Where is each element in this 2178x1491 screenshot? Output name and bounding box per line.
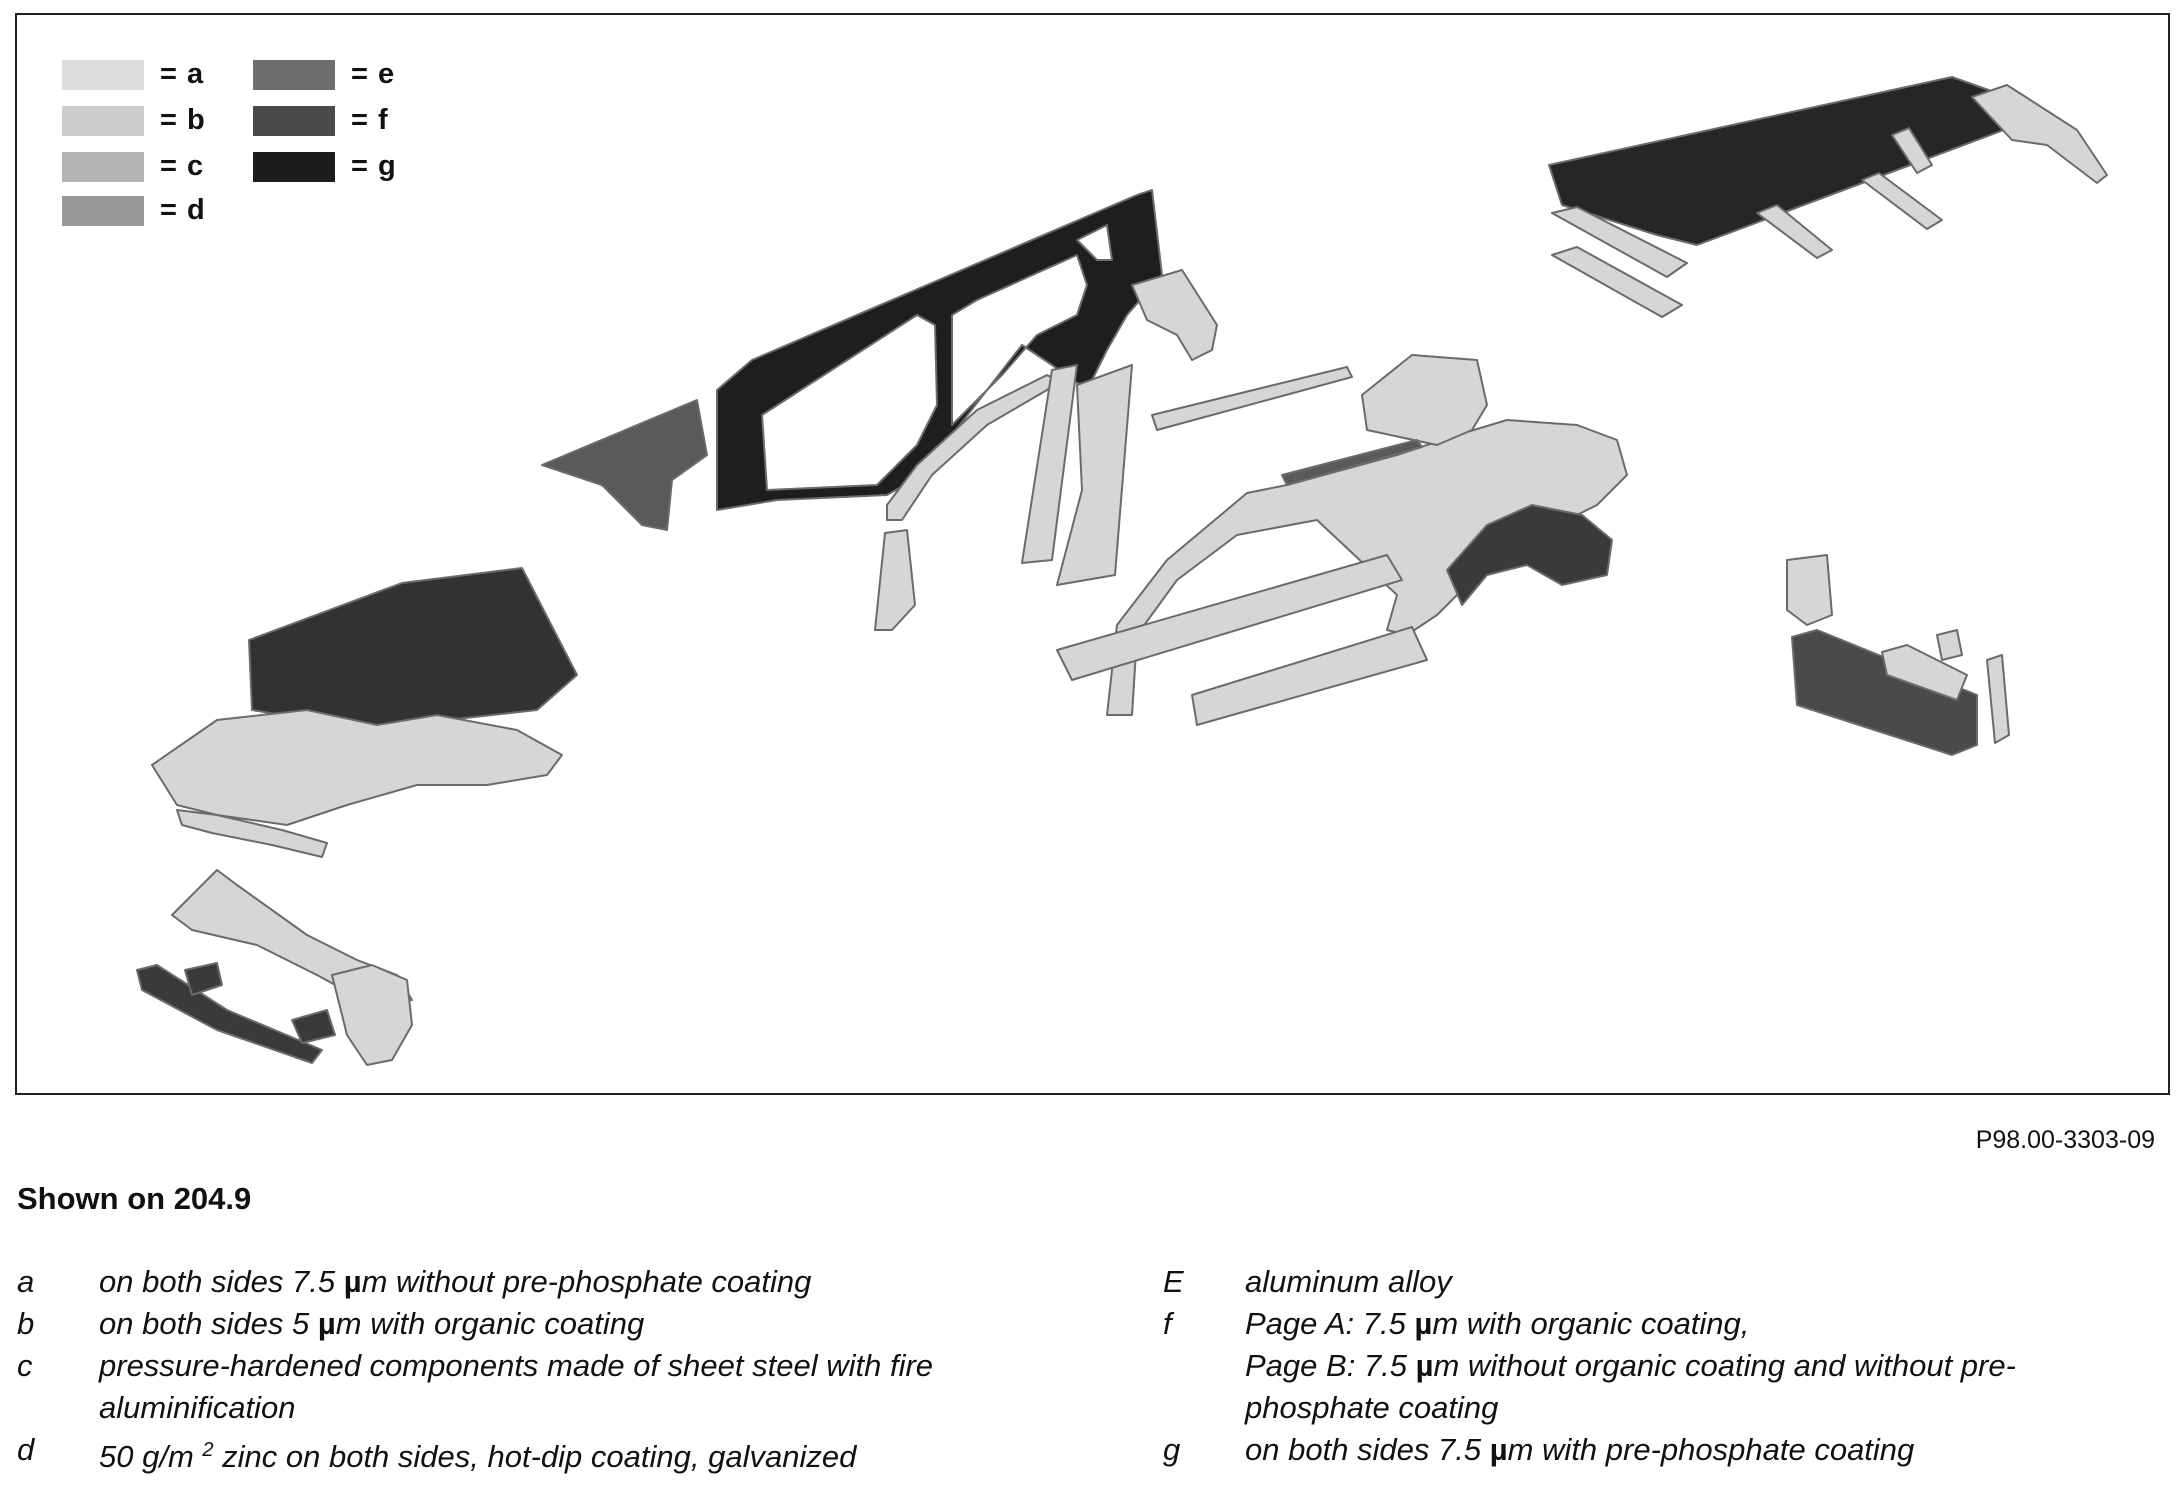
key-f-text-line1: Page A: 7.5 µm with organic coating, xyxy=(1245,1306,1750,1341)
roof-rail xyxy=(1151,366,1353,431)
crash-box-left xyxy=(184,962,223,996)
legend-label-g: = g xyxy=(351,150,397,182)
a-pillar-inner xyxy=(886,374,1058,521)
rear-wheelhouse xyxy=(1446,504,1613,606)
c-pillar-reinforcement xyxy=(1131,269,1218,361)
legend-label-d: = d xyxy=(160,194,206,226)
b-pillar-outer xyxy=(1056,364,1133,586)
windshield-frame-lower xyxy=(1551,246,1683,318)
key-g: g on both sides 7.5 µm with pre-phosphat… xyxy=(1163,1429,2163,1471)
rear-pillar-brace xyxy=(1986,654,2010,744)
a-pillar-lower xyxy=(874,529,916,631)
legend-label-e: = e xyxy=(351,58,396,90)
key-d: d 50 g/m 2 zinc on both sides, hot-dip c… xyxy=(17,1429,1017,1474)
legend-swatch-e xyxy=(253,59,335,90)
wheelhouse-front xyxy=(331,964,413,1066)
legend-label-b: = b xyxy=(160,104,206,136)
side-sill-upper xyxy=(1056,554,1403,681)
legend-item-f: = f xyxy=(253,104,389,137)
legend-item-b: = b xyxy=(62,104,206,137)
hood xyxy=(248,567,578,731)
key-f-text-line2: Page B: 7.5 µm without organic coating a… xyxy=(1245,1348,2016,1383)
key-f-text-line3: phosphate coating xyxy=(1245,1390,1499,1425)
key-b: b on both sides 5 µm with organic coatin… xyxy=(17,1303,1017,1345)
figure-caption: Shown on 204.9 xyxy=(17,1181,252,1216)
legend-swatch-c xyxy=(62,151,144,182)
crash-box-right xyxy=(291,1009,336,1044)
key-g-letter: g xyxy=(1163,1432,1181,1467)
legend-item-e: = e xyxy=(253,58,395,91)
legend-item-d: = d xyxy=(62,194,206,227)
b-pillar-inner xyxy=(1021,364,1078,564)
legend-swatch-b xyxy=(62,105,144,136)
legend-swatch-g xyxy=(253,151,335,182)
window-frame-strip xyxy=(1281,439,1423,486)
roof-frame-rear xyxy=(1971,84,2108,184)
windshield-frame-upper xyxy=(1551,206,1688,278)
front-end-module xyxy=(151,709,563,826)
legend-item-a: = a xyxy=(62,58,204,91)
legend-item-g: = g xyxy=(253,150,397,183)
legend-item-c: = c xyxy=(62,150,204,183)
front-bumper-carrier xyxy=(176,809,328,858)
rear-panel-left xyxy=(1786,554,1833,626)
key-e-text: aluminum alloy xyxy=(1245,1264,1452,1299)
key-d-text: 50 g/m 2 zinc on both sides, hot-dip coa… xyxy=(99,1439,857,1474)
key-b-text: on both sides 5 µm with organic coating xyxy=(99,1306,645,1341)
body-parts-illustration xyxy=(136,76,2108,1066)
bumper-beam xyxy=(136,964,323,1064)
figure-reference: P98.00-3303-09 xyxy=(1975,1126,2155,1154)
rear-crossmember xyxy=(1881,644,1968,701)
key-c: c pressure-hardened components made of s… xyxy=(17,1345,1117,1429)
roof-bow-1 xyxy=(1756,204,1833,259)
key-d-letter: d xyxy=(17,1432,35,1467)
key-e: E aluminum alloy xyxy=(1163,1261,2163,1303)
legend-swatch-f xyxy=(253,105,335,136)
key-b-letter: b xyxy=(17,1306,35,1341)
key-a-text: on both sides 7.5 µm without pre-phospha… xyxy=(99,1264,812,1299)
side-sill-lower xyxy=(1191,626,1428,726)
legend-swatch-a xyxy=(62,59,144,90)
key-c-text-line1: pressure-hardened components made of she… xyxy=(99,1348,934,1383)
key-a: a on both sides 7.5 µm without pre-phosp… xyxy=(17,1261,1017,1303)
key-a-letter: a xyxy=(17,1264,35,1299)
key-g-text: on both sides 7.5 µm with pre-phosphate … xyxy=(1245,1432,1915,1467)
legend-swatch-d xyxy=(62,195,144,226)
legend-label-a: = a xyxy=(160,58,205,90)
roof-bow-3 xyxy=(1891,127,1933,174)
rear-floor-panel xyxy=(1791,629,1978,756)
legend-label-f: = f xyxy=(351,104,389,136)
quarter-panel-inner xyxy=(1361,354,1488,446)
key-f-letter: f xyxy=(1163,1306,1172,1341)
roof-bow-2 xyxy=(1861,172,1943,230)
key-f: f Page A: 7.5 µm with organic coating, P… xyxy=(1163,1303,2163,1429)
rear-bracket xyxy=(1936,629,1963,661)
exploded-body-diagram: = a = b = c = d = e = f = g xyxy=(15,13,2170,1095)
key-c-letter: c xyxy=(17,1348,33,1383)
legend-label-c: = c xyxy=(160,150,205,182)
key-e-letter: E xyxy=(1163,1264,1184,1299)
key-c-text-line2: aluminification xyxy=(99,1390,296,1425)
front-fender xyxy=(541,399,708,531)
